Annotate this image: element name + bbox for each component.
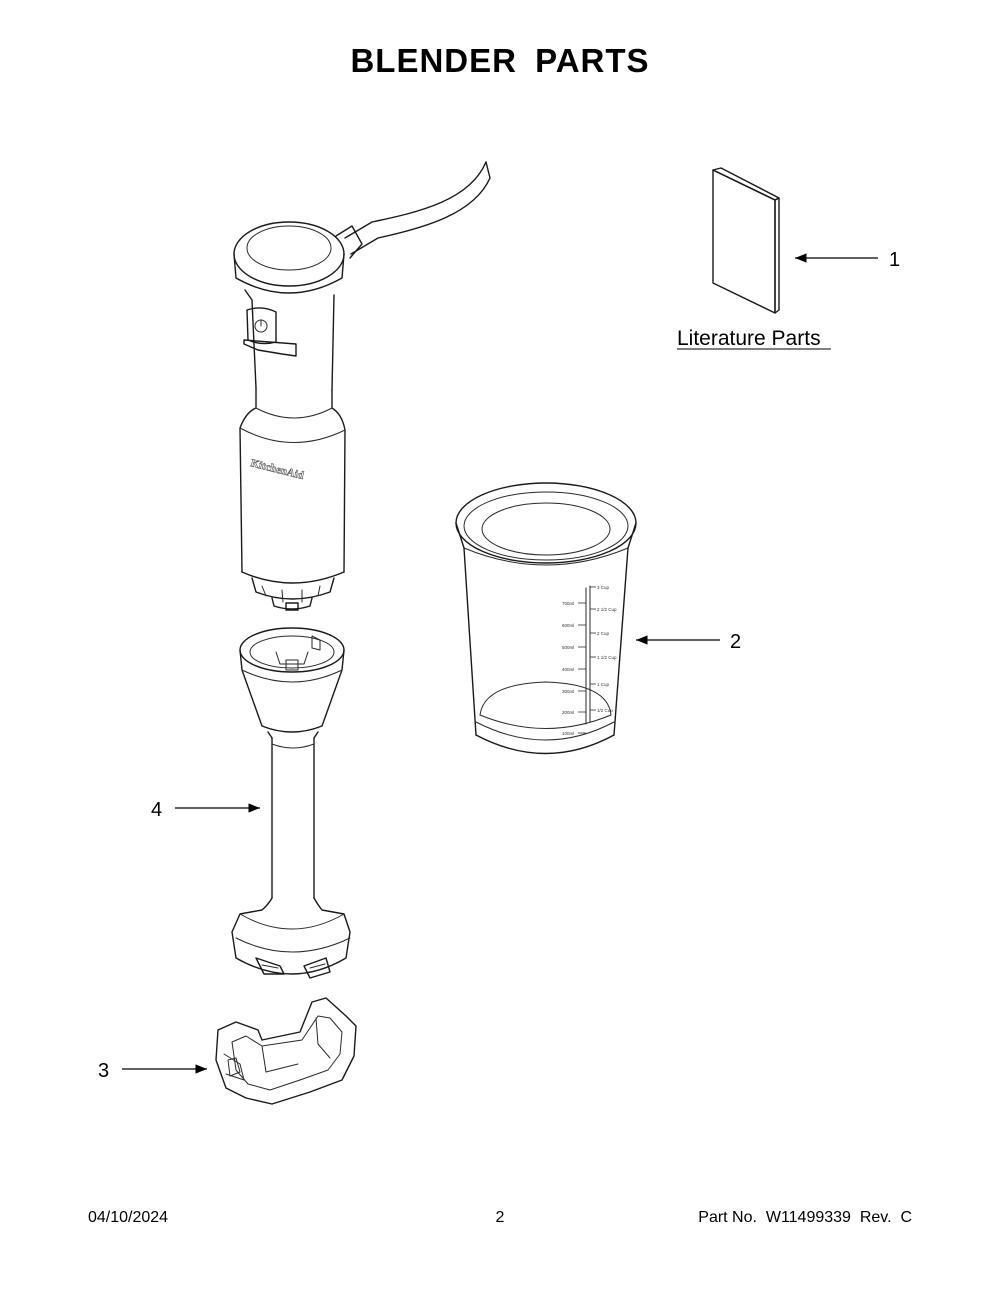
- callout-3: 3: [98, 1060, 109, 1082]
- beaker-mark-half-cup: 1/2 Cup: [597, 708, 613, 713]
- callout-1: 1: [889, 249, 900, 271]
- beaker-mark-100ml: 100ml: [562, 731, 574, 736]
- beaker-mark-2-5cup: 2 1/2 Cup: [597, 607, 617, 612]
- beaker-mark-2cup: 2 Cup: [597, 631, 610, 636]
- measuring-beaker: 700ml 600ml 500ml 400ml 300ml 200ml 100m…: [455, 482, 637, 755]
- footer-page-number: 2: [495, 1209, 505, 1226]
- motor-body: KitchenAid: [233, 161, 491, 611]
- beaker-mark-500ml: 500ml: [562, 645, 574, 650]
- kitchenaid-logo: KitchenAid: [249, 457, 305, 482]
- beaker-mark-1-5cup: 1 1/2 Cup: [597, 655, 617, 660]
- callout-2: 2: [730, 631, 741, 653]
- beaker-mark-700ml: 700ml: [562, 601, 574, 606]
- blade-guard: [215, 997, 357, 1105]
- literature-booklet: [712, 167, 780, 314]
- beaker-mark-300ml: 300ml: [562, 689, 574, 694]
- page-title: BLENDER PARTS: [350, 42, 650, 79]
- beaker-mark-1cup: 1 Cup: [597, 682, 610, 687]
- footer-part-number: Part No. W11499339 Rev. C: [698, 1209, 912, 1226]
- beaker-mark-400ml: 400ml: [562, 667, 574, 672]
- beaker-mark-3cup: 3 Cup: [597, 585, 610, 590]
- callout-4: 4: [151, 799, 162, 821]
- literature-parts-label[interactable]: Literature Parts: [677, 327, 821, 350]
- beaker-mark-200ml: 200ml: [562, 710, 574, 715]
- beaker-mark-600ml: 600ml: [562, 623, 574, 628]
- footer-date: 04/10/2024: [88, 1209, 169, 1226]
- blending-arm: [231, 627, 351, 979]
